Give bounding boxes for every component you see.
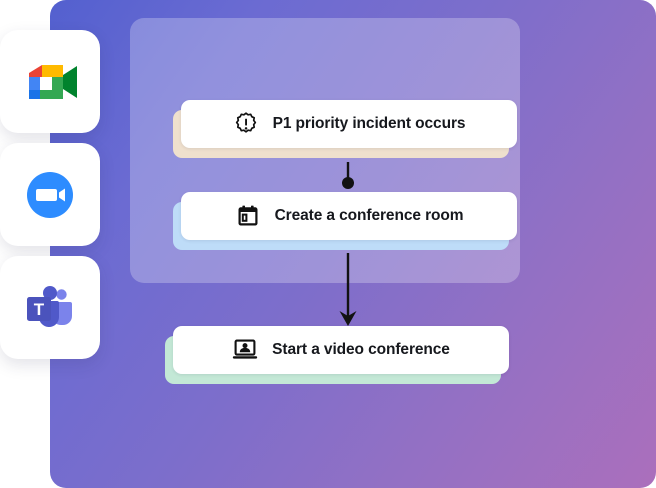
app-tile-google-meet[interactable] bbox=[0, 30, 100, 133]
calendar-icon bbox=[235, 203, 261, 229]
app-tile-microsoft-teams[interactable]: T bbox=[0, 256, 100, 359]
app-tile-zoom[interactable] bbox=[0, 143, 100, 246]
connector-pin bbox=[342, 162, 354, 189]
svg-text:T: T bbox=[34, 300, 45, 319]
card-body-trigger[interactable]: P1 priority incident occurs bbox=[181, 100, 517, 148]
laptop-person-icon bbox=[232, 337, 258, 363]
alert-badge-icon bbox=[233, 111, 259, 137]
flow-step-label: Create a conference room bbox=[274, 207, 464, 224]
zoom-icon bbox=[24, 169, 76, 221]
flow-step-label: Start a video conference bbox=[272, 341, 450, 358]
connector-arrow-down bbox=[339, 253, 357, 326]
google-meet-icon bbox=[22, 59, 78, 105]
flow-step-label: P1 priority incident occurs bbox=[272, 115, 466, 132]
card-body-create-room[interactable]: Create a conference room bbox=[181, 192, 517, 240]
microsoft-teams-icon: T bbox=[24, 283, 76, 333]
card-body-start-conference[interactable]: Start a video conference bbox=[173, 326, 509, 374]
